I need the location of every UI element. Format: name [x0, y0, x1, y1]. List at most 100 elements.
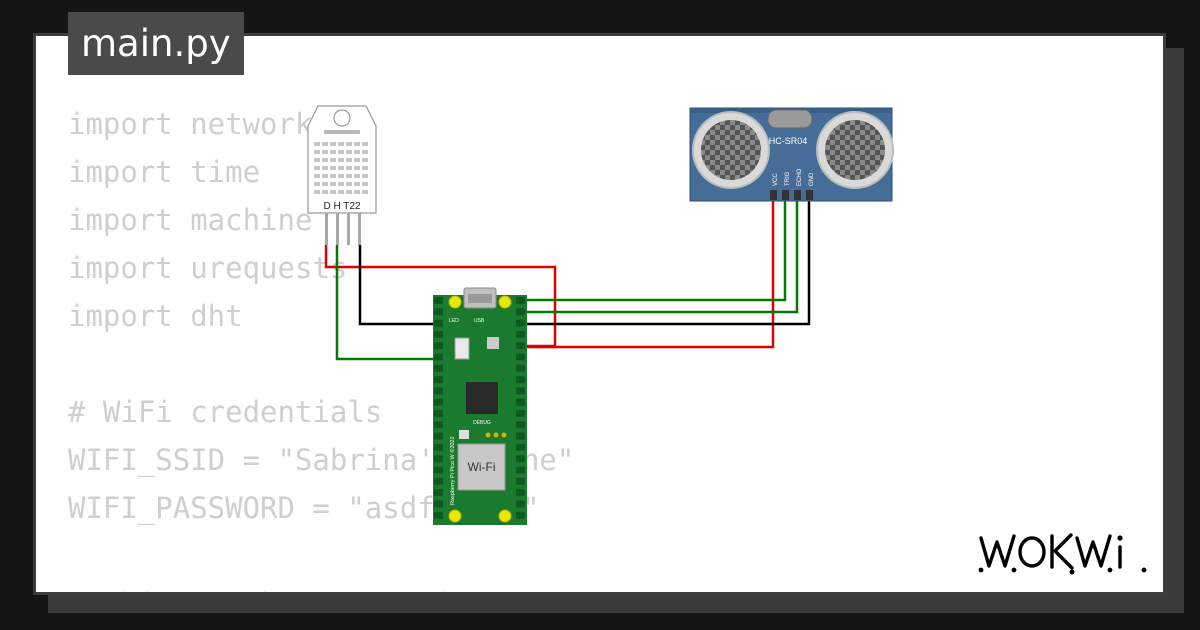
pico-pin[interactable] — [434, 466, 443, 474]
grille-slot — [330, 174, 336, 178]
grille-slot — [362, 174, 368, 178]
pico-pin[interactable] — [516, 489, 525, 497]
pico-board-label: Raspberry Pi Pico W ©2022 — [449, 436, 456, 505]
pico-wifi-label: Wi-Fi — [468, 460, 496, 474]
grille-slot — [354, 142, 360, 146]
grille-slot — [314, 150, 320, 154]
pico-pin[interactable] — [434, 342, 443, 350]
grille-slot — [338, 174, 344, 178]
pin-label-trig: TRIG — [785, 171, 791, 186]
pico-pin[interactable] — [516, 421, 525, 429]
pico-pin[interactable] — [516, 398, 525, 406]
pico-w-board[interactable]: LED USB DEBUG Wi-Fi Raspberry Pi Pico W … — [433, 287, 527, 525]
wire-hcsr04-trig[interactable] — [521, 199, 787, 302]
grille-slot — [362, 182, 368, 186]
grille-slot — [330, 166, 336, 170]
pico-pin[interactable] — [434, 398, 443, 406]
grille-slot — [330, 142, 336, 146]
pico-pin[interactable] — [434, 376, 443, 384]
wire-hcsr04-gnd[interactable] — [521, 199, 811, 326]
pico-pin[interactable] — [434, 364, 443, 372]
wire-dht-data[interactable] — [335, 245, 440, 361]
grille-slot — [354, 182, 360, 186]
pico-pin[interactable] — [434, 410, 443, 417]
wire-dht-gnd[interactable] — [358, 245, 440, 326]
pico-pin[interactable] — [516, 297, 525, 304]
pico-pin[interactable] — [516, 432, 525, 440]
grille-slot — [346, 182, 352, 186]
grille-slot — [330, 158, 336, 162]
grille-slot — [338, 158, 344, 162]
pico-pin[interactable] — [434, 330, 443, 338]
pico-pin[interactable] — [434, 319, 443, 327]
pico-pin[interactable] — [516, 443, 525, 451]
pico-pin[interactable] — [516, 353, 525, 361]
grille-slot — [330, 190, 336, 194]
grille-slot — [338, 190, 344, 194]
pico-pin[interactable] — [434, 353, 443, 361]
grille-slot — [314, 182, 320, 186]
code-line: WIFI_SSID = "Sabrina's Phone" — [68, 443, 575, 477]
pico-pin[interactable] — [516, 410, 525, 417]
pico-pin[interactable] — [434, 308, 443, 316]
pico-pin[interactable] — [434, 297, 443, 304]
wire-hcsr04-vcc[interactable] — [521, 199, 775, 349]
pico-pin[interactable] — [516, 342, 525, 350]
grille-slot — [354, 158, 360, 162]
pico-pin[interactable] — [434, 432, 443, 440]
pico-pin[interactable] — [434, 477, 443, 485]
pico-pin[interactable] — [516, 455, 525, 463]
pico-pin[interactable] — [516, 330, 525, 338]
pico-pin[interactable] — [516, 387, 525, 395]
pico-pin[interactable] — [516, 308, 525, 316]
grille-slot — [322, 150, 328, 154]
grille-slot — [314, 190, 320, 194]
code-line: import machine — [68, 203, 313, 237]
pico-pin[interactable] — [516, 511, 525, 519]
grille-slot — [346, 142, 352, 146]
file-tab[interactable]: main.py — [68, 12, 244, 75]
grille-slot — [346, 190, 352, 194]
grille-slot — [330, 182, 336, 186]
pico-pin[interactable] — [516, 477, 525, 485]
pico-pin[interactable] — [516, 364, 525, 372]
grille-slot — [362, 158, 368, 162]
wires — [324, 199, 811, 361]
grille-slot — [346, 150, 352, 154]
pico-pin[interactable] — [434, 489, 443, 497]
pico-pin[interactable] — [434, 455, 443, 463]
pico-led-label: LED — [449, 318, 459, 324]
pico-pin[interactable] — [516, 376, 525, 384]
pico-pin[interactable] — [434, 511, 443, 519]
pico-pin[interactable] — [516, 466, 525, 474]
grille-slot — [322, 174, 328, 178]
grille-slot — [338, 182, 344, 186]
grille-slot — [354, 166, 360, 170]
pico-pin[interactable] — [434, 421, 443, 429]
pico-pin[interactable] — [434, 500, 443, 508]
grille-slot — [338, 166, 344, 170]
grille-slot — [314, 166, 320, 170]
dht22-sensor[interactable]: D H T22 — [307, 105, 377, 245]
code-line: import dht — [68, 299, 243, 333]
pico-pin[interactable] — [434, 443, 443, 451]
pin-label-vcc: VCC — [773, 173, 779, 186]
pico-pin[interactable] — [434, 387, 443, 395]
grille-slot — [354, 174, 360, 178]
grille-slot — [330, 150, 336, 154]
pico-pin[interactable] — [516, 319, 525, 327]
code-line: import time — [68, 155, 261, 189]
hcsr04-label: HC-SR04 — [769, 136, 808, 146]
grille-slot — [314, 142, 320, 146]
hcsr04-sensor[interactable]: HC-SR04 VCC TRIG ECHO GND — [689, 107, 894, 202]
grille-slot — [314, 174, 320, 178]
grille-slot — [346, 158, 352, 162]
wokwi-logo — [978, 533, 1147, 575]
grille-slot — [354, 190, 360, 194]
pico-usb-label: USB — [474, 318, 485, 324]
grille-slot — [338, 142, 344, 146]
wire-hcsr04-echo[interactable] — [521, 199, 799, 314]
pico-debug-label: DEBUG — [473, 420, 491, 426]
pico-pin[interactable] — [516, 500, 525, 508]
